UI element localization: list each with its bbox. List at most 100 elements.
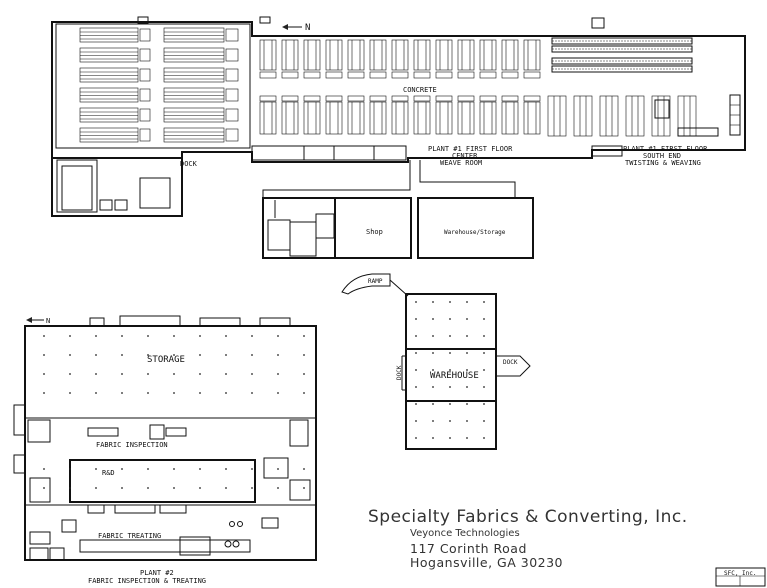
rack-block	[163, 47, 225, 63]
loom-base	[413, 95, 431, 102]
rack-end	[225, 108, 239, 122]
shop-label: Shop	[366, 228, 383, 236]
column-dot	[173, 487, 175, 489]
rack-end	[139, 88, 151, 102]
loom-base	[303, 71, 321, 79]
column-dot	[303, 335, 305, 337]
column-dot	[415, 386, 417, 388]
north-label-top: N	[305, 23, 310, 33]
column-dot	[225, 392, 227, 394]
column-dot	[466, 301, 468, 303]
warehouse-dock-right: DOCK	[503, 359, 518, 366]
loom-base	[281, 71, 299, 79]
column-dot	[43, 468, 45, 470]
column-dot	[303, 354, 305, 356]
column-dot	[147, 354, 149, 356]
warehouse-building	[401, 293, 531, 450]
loom-base	[347, 95, 365, 102]
column-dot	[173, 373, 175, 375]
loom-base	[435, 95, 453, 102]
rack-block	[163, 107, 225, 123]
fabric-inspection-label: FABRIC INSPECTION	[96, 441, 168, 449]
column-dot	[121, 392, 123, 394]
loom-base	[259, 71, 277, 79]
column-dot	[483, 352, 485, 354]
loom	[281, 39, 299, 71]
column-dot	[483, 386, 485, 388]
loom-base	[413, 71, 431, 79]
column-dot	[199, 487, 201, 489]
loom-base	[391, 95, 409, 102]
loom	[369, 39, 387, 71]
title-block-name: SFC, Inc.	[724, 570, 757, 577]
column-dot	[432, 420, 434, 422]
loom-base	[325, 95, 343, 102]
column-dot	[415, 403, 417, 405]
plant1-office-strip	[251, 145, 623, 161]
loom-base	[457, 95, 475, 102]
column-dot	[251, 354, 253, 356]
loom	[479, 39, 497, 71]
loom-base	[303, 95, 321, 102]
warehouse-storage-label: Warehouse/Storage	[444, 229, 506, 236]
column-dot	[449, 369, 451, 371]
loom-base	[457, 71, 475, 79]
column-dot	[415, 352, 417, 354]
loom-south	[677, 95, 697, 137]
column-dot	[251, 468, 253, 470]
loom-base	[281, 95, 299, 102]
column-dot	[483, 369, 485, 371]
rack-block	[163, 87, 225, 103]
storage-label: STORAGE	[147, 355, 185, 365]
column-dot	[69, 468, 71, 470]
loom-south	[547, 95, 567, 137]
company-city: Hogansville, GA 30230	[410, 555, 563, 570]
loom-base	[523, 71, 541, 79]
rack-end	[225, 28, 239, 42]
dock-label-plant1: DOCK	[180, 160, 198, 168]
loom	[259, 101, 277, 135]
column-dot	[173, 468, 175, 470]
column-dot	[251, 392, 253, 394]
rd-label: R&D	[102, 469, 115, 477]
column-dot	[251, 373, 253, 375]
loom	[303, 39, 321, 71]
loom	[457, 39, 475, 71]
loom	[391, 39, 409, 71]
plant1-racks	[55, 23, 251, 149]
column-dot	[199, 468, 201, 470]
warehouse-label: WAREHOUSE	[430, 371, 479, 381]
column-dot	[483, 403, 485, 405]
column-dot	[277, 354, 279, 356]
column-dot	[303, 487, 305, 489]
rack-end	[225, 48, 239, 62]
south-floor-title: PLANT #1 FIRST FLOOR	[623, 145, 708, 153]
rack-block	[79, 87, 139, 103]
loom	[501, 101, 519, 135]
rack-end	[225, 88, 239, 102]
south-floor-sub2: TWISTING & WEAVING	[625, 159, 701, 167]
column-dot	[449, 420, 451, 422]
loom	[523, 39, 541, 71]
rack-block	[163, 27, 225, 43]
column-dot	[466, 318, 468, 320]
column-dot	[69, 373, 71, 375]
north-label-left: N	[46, 317, 50, 325]
loom	[523, 101, 541, 135]
loom-base	[501, 95, 519, 102]
loom-base	[325, 71, 343, 79]
column-dot	[225, 354, 227, 356]
plant1-lower-wing	[56, 159, 171, 213]
column-dot	[95, 354, 97, 356]
plant1-building	[51, 16, 746, 217]
column-dot	[43, 335, 45, 337]
column-dot	[432, 318, 434, 320]
loom-base	[369, 95, 387, 102]
loom	[369, 101, 387, 135]
column-dot	[449, 403, 451, 405]
column-dot	[432, 369, 434, 371]
column-dot	[69, 335, 71, 337]
rack-end	[139, 108, 151, 122]
rack-block	[79, 67, 139, 83]
